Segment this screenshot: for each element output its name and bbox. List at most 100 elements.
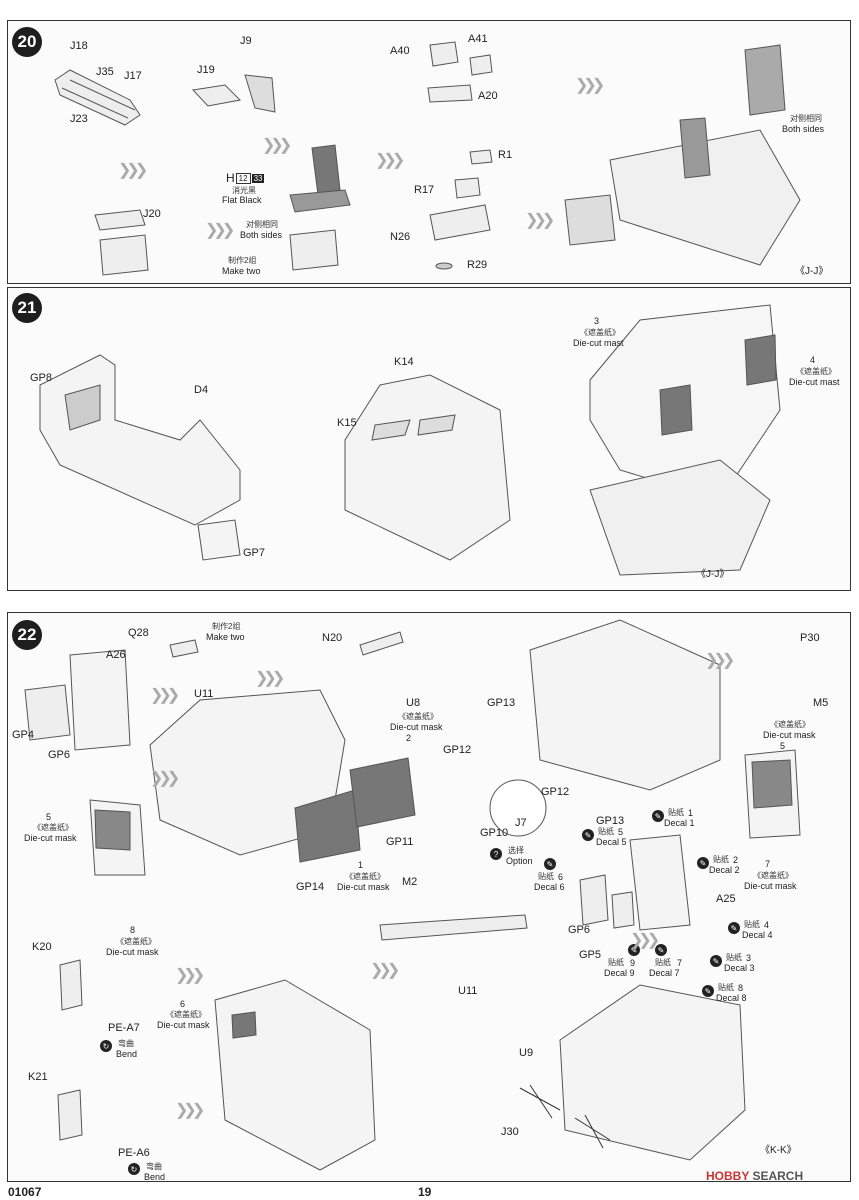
decal-num: 7 bbox=[677, 958, 683, 968]
paint-letter: H bbox=[226, 171, 235, 185]
both-sides-2-cn: 对侧相同 bbox=[790, 114, 822, 123]
option-en: Option bbox=[506, 856, 533, 866]
option-cn: 选择 bbox=[508, 846, 524, 855]
arrow-chevron: ❯❯❯ bbox=[150, 770, 180, 787]
decal-en: Decal 1 bbox=[664, 818, 695, 828]
bend-2-cn: 弯曲 bbox=[146, 1162, 162, 1171]
label-j19: J19 bbox=[197, 64, 215, 76]
label-k21: K21 bbox=[28, 1071, 48, 1083]
mask-2-num: 2 bbox=[406, 733, 412, 743]
decal-en: Decal 5 bbox=[596, 837, 627, 847]
decal-num: 3 bbox=[746, 953, 752, 963]
make-two-cn: 制作2组 bbox=[228, 256, 257, 265]
label-n20: N20 bbox=[322, 632, 343, 644]
label-r29: R29 bbox=[467, 259, 488, 271]
view-ref-j-j-2: 《J-J》 bbox=[696, 569, 730, 580]
decal-cn: 贴纸 bbox=[718, 983, 734, 992]
mask-1-en: Die-cut mask bbox=[337, 882, 390, 892]
mask-5-right-en: Die-cut mask bbox=[763, 730, 816, 740]
decal-icon: ✎ bbox=[544, 858, 556, 870]
decal-icon: ✎ bbox=[628, 944, 640, 956]
label-gp12-a: GP12 bbox=[443, 744, 472, 756]
decal-num: 6 bbox=[558, 872, 564, 882]
label-a25: A25 bbox=[716, 893, 736, 905]
label-r1: R1 bbox=[498, 149, 513, 161]
label-q28: Q28 bbox=[128, 627, 149, 639]
label-r17: R17 bbox=[414, 184, 435, 196]
arrow-chevron: ❯❯❯ bbox=[575, 77, 605, 94]
label-n26: N26 bbox=[390, 231, 411, 243]
mask-8-cn: 《遮盖纸》 bbox=[116, 937, 156, 946]
label-j17: J17 bbox=[124, 70, 142, 82]
arrow-chevron: ❯❯❯ bbox=[375, 152, 405, 169]
arrow-chevron: ❯❯❯ bbox=[630, 932, 660, 949]
both-sides-2-en: Both sides bbox=[782, 124, 825, 134]
watermark-rest: SEARCH bbox=[752, 1169, 804, 1183]
paint-en: Flat Black bbox=[222, 195, 262, 205]
mask-7-en: Die-cut mask bbox=[744, 881, 797, 891]
mask-6-cn: 《遮盖纸》 bbox=[166, 1010, 206, 1019]
label-gp12-b: GP12 bbox=[541, 786, 570, 798]
mask-4-num: 4 bbox=[810, 355, 816, 365]
paint-num-2: 33 bbox=[251, 173, 265, 183]
label-gp7: GP7 bbox=[243, 547, 266, 559]
label-j7: J7 bbox=[515, 817, 527, 829]
arrow-chevron: ❯❯❯ bbox=[705, 652, 735, 669]
decal-en: Decal 9 bbox=[604, 968, 635, 978]
arrow-chevron: ❯❯❯ bbox=[255, 670, 285, 687]
arrow-chevron: ❯❯❯ bbox=[205, 222, 235, 239]
mask-6-en: Die-cut mask bbox=[157, 1020, 210, 1030]
label-pe-a6: PE-A6 bbox=[118, 1147, 150, 1159]
decal-en: Decal 8 bbox=[716, 993, 747, 1003]
label-u8: U8 bbox=[406, 697, 421, 709]
label-gp13-a: GP13 bbox=[487, 697, 516, 709]
decal-cn: 贴纸 bbox=[608, 958, 624, 967]
mask-6-num: 6 bbox=[180, 999, 186, 1009]
mask-8-en: Die-cut mask bbox=[106, 947, 159, 957]
label-a41: A41 bbox=[468, 33, 488, 45]
decal-icon: ✎ bbox=[652, 810, 664, 822]
decal-cn: 贴纸 bbox=[598, 827, 614, 836]
bend-1-cn: 弯曲 bbox=[118, 1039, 134, 1048]
mask-5-left-cn: 《遮盖纸》 bbox=[33, 823, 73, 832]
label-d4: D4 bbox=[194, 384, 209, 396]
label-gp11: GP11 bbox=[386, 836, 414, 848]
decal-cn: 贴纸 bbox=[744, 920, 760, 929]
make-two-22-en: Make two bbox=[206, 632, 245, 642]
decal-cn: 贴纸 bbox=[668, 808, 684, 817]
label-a20: A20 bbox=[478, 90, 498, 102]
arrow-chevron: ❯❯❯ bbox=[175, 1102, 205, 1119]
label-a40: A40 bbox=[390, 45, 410, 57]
make-two-22-cn: 制作2组 bbox=[212, 622, 241, 631]
paint-num-1: 12 bbox=[235, 172, 251, 184]
decal-cn: 贴纸 bbox=[726, 953, 742, 962]
label-gp6-right: GP6 bbox=[568, 924, 591, 936]
arrow-chevron: ❯❯❯ bbox=[262, 137, 292, 154]
decal-icon: ✎ bbox=[710, 955, 722, 967]
step-20-number: 20 bbox=[12, 27, 42, 57]
label-j35: J35 bbox=[96, 66, 114, 78]
label-j9: J9 bbox=[240, 35, 252, 47]
mask-5-left-en: Die-cut mask bbox=[24, 833, 77, 843]
label-u11-bottom: U11 bbox=[458, 985, 478, 997]
arrow-chevron: ❯❯❯ bbox=[370, 962, 400, 979]
mask-5-right-cn: 《遮盖纸》 bbox=[770, 720, 810, 729]
mask-1-num: 1 bbox=[358, 860, 364, 870]
bend-icon: ↻ bbox=[100, 1040, 112, 1052]
decal-num: 5 bbox=[618, 827, 624, 837]
bend-2-en: Bend bbox=[144, 1172, 166, 1182]
decal-num: 4 bbox=[764, 920, 770, 930]
decal-cn: 贴纸 bbox=[655, 958, 671, 967]
label-gp6: GP6 bbox=[48, 749, 71, 761]
label-j20: J20 bbox=[143, 208, 161, 220]
page-number: 19 bbox=[418, 1185, 432, 1199]
make-two-en: Make two bbox=[222, 266, 261, 276]
mask-8-num: 8 bbox=[130, 925, 136, 935]
view-ref-j-j-1: 《J-J》 bbox=[795, 266, 829, 277]
label-p30: P30 bbox=[800, 632, 820, 644]
label-k20: K20 bbox=[32, 941, 52, 953]
decal-num: 9 bbox=[630, 958, 636, 968]
mask-4-cn: 《遮盖纸》 bbox=[796, 367, 836, 376]
